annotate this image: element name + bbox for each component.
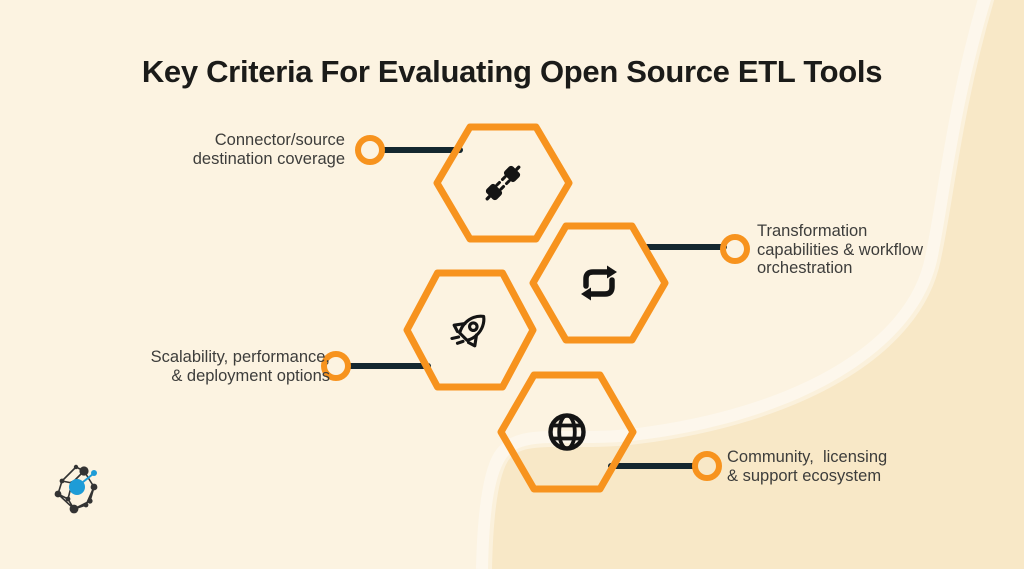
hexagon-node-connectors: [433, 123, 573, 243]
hexagon-outline: [497, 371, 637, 493]
sync-icon: [581, 265, 617, 301]
criterion-label-scalability: Scalability, performance, & deployment o…: [110, 348, 330, 385]
criterion-label-connectors: Connector/source destination coverage: [135, 131, 345, 168]
connector-dot: [355, 135, 385, 165]
label-line: destination coverage: [192, 149, 345, 168]
label-line: orchestration: [757, 259, 853, 277]
label-line: Transformation: [757, 222, 868, 240]
connector-dot: [692, 451, 722, 481]
plug-icon: [485, 165, 521, 201]
label-line: Community, licensing: [727, 448, 888, 466]
connector-line: [608, 463, 696, 469]
connector-dot: [321, 351, 351, 381]
globe-icon: [548, 413, 586, 451]
connector-line: [345, 363, 431, 369]
rocket-icon: [450, 314, 486, 348]
label-line: & deployment options: [171, 366, 330, 385]
hexagon-node-community: [497, 371, 637, 493]
hexagon-node-scalability: [403, 269, 537, 391]
connector-dot: [720, 234, 750, 264]
connector-line: [643, 244, 727, 250]
label-line: Connector/source: [214, 131, 345, 149]
hexagon-node-transformation: [529, 222, 669, 344]
network-graph-logo: [54, 464, 98, 514]
connector-line: [381, 147, 463, 153]
page-title: Key Criteria For Evaluating Open Source …: [141, 54, 883, 89]
hexagon-outline: [403, 269, 537, 391]
hexagon-outline: [433, 123, 573, 243]
label-line: & support ecosystem: [727, 466, 882, 485]
criterion-label-community: Community, licensing & support ecosystem: [727, 448, 957, 485]
label-line: Scalability, performance,: [150, 348, 330, 366]
label-line: capabilities & workflow: [757, 240, 923, 259]
hexagon-outline: [529, 222, 669, 344]
criterion-label-transformation: Transformation capabilities & workflow o…: [757, 222, 977, 278]
